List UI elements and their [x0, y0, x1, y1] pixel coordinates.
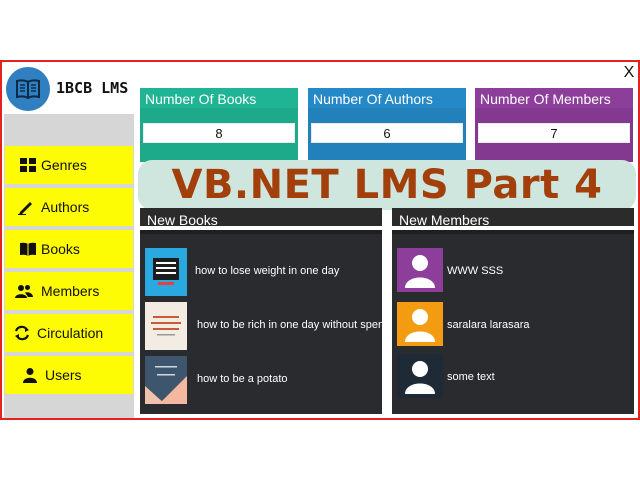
- sidebar-menu: Genres Authors Books: [5, 146, 133, 398]
- book-icon: [20, 242, 36, 256]
- people-icon: [15, 285, 33, 298]
- panel-title: New Books: [147, 212, 218, 228]
- book-list-item[interactable]: how to be rich in one day without spendi…: [140, 302, 382, 352]
- book-list-item[interactable]: how to be a potato: [140, 356, 382, 406]
- stat-title: Number Of Members: [480, 91, 611, 107]
- stat-card-books: Number Of Books 8: [140, 88, 298, 162]
- stat-card-authors: Number Of Authors 6: [308, 88, 466, 162]
- sidebar-item-circulation[interactable]: Circulation: [5, 314, 133, 352]
- member-name: saralara larasara: [447, 319, 530, 331]
- app-logo: [6, 67, 50, 111]
- sidebar-item-genres[interactable]: Genres: [5, 146, 133, 184]
- book-cover-thumbnail: [145, 356, 187, 404]
- user-icon: [23, 368, 37, 383]
- pen-icon: [18, 202, 32, 215]
- sidebar-item-books[interactable]: Books: [5, 230, 133, 268]
- stat-value-books: 8: [143, 123, 295, 143]
- sidebar-item-users[interactable]: Users: [5, 356, 133, 394]
- stat-title: Number Of Authors: [313, 91, 433, 107]
- stat-title: Number Of Books: [145, 91, 257, 107]
- brand-header: 1BCB LMS: [4, 64, 134, 114]
- book-title: how to be rich in one day without spendi…: [197, 319, 382, 331]
- panel-title: New Members: [399, 212, 490, 228]
- member-list-item[interactable]: saralara larasara: [392, 302, 634, 352]
- member-list-item[interactable]: some text: [392, 354, 634, 404]
- book-list-item[interactable]: how to lose weight in one day: [140, 248, 382, 298]
- stat-value-members: 7: [478, 123, 630, 143]
- sidebar: 1BCB LMS Genres Authors: [4, 64, 134, 418]
- stat-card-members: Number Of Members 7: [475, 88, 633, 162]
- grid-icon: [20, 158, 36, 172]
- book-title: how to lose weight in one day: [195, 265, 340, 277]
- member-list-item[interactable]: WWW SSS: [392, 248, 634, 298]
- sidebar-item-label: Authors: [41, 199, 90, 215]
- refresh-icon: [14, 325, 30, 341]
- book-cover-thumbnail: [145, 248, 187, 296]
- sidebar-item-label: Books: [41, 241, 80, 257]
- sidebar-item-label: Genres: [41, 157, 87, 173]
- new-books-list: how to lose weight in one day how to be …: [140, 234, 382, 414]
- new-members-panel: New Members WWW SSS saralara larasara: [392, 208, 634, 414]
- new-books-panel: New Books how to lose weight in one day: [140, 208, 382, 414]
- sidebar-item-label: Members: [41, 283, 100, 299]
- app-window: 1BCB LMS Genres Authors: [0, 60, 640, 420]
- open-book-icon: [16, 79, 40, 99]
- close-button[interactable]: X: [623, 64, 635, 81]
- member-name: some text: [447, 371, 495, 383]
- member-avatar-icon: [397, 248, 443, 292]
- new-members-list: WWW SSS saralara larasara some text: [392, 234, 634, 414]
- sidebar-item-authors[interactable]: Authors: [5, 188, 133, 226]
- member-avatar-icon: [397, 302, 443, 346]
- member-name: WWW SSS: [447, 265, 504, 277]
- book-cover-thumbnail: [145, 302, 187, 350]
- book-title: how to be a potato: [197, 373, 288, 385]
- panel-header: New Books: [140, 208, 382, 230]
- sidebar-item-label: Circulation: [37, 325, 104, 341]
- sidebar-item-label: Users: [45, 367, 82, 383]
- stat-value-authors: 6: [311, 123, 463, 143]
- member-avatar-icon: [397, 354, 443, 398]
- title-banner: VB.NET LMS Part 4: [138, 160, 636, 210]
- banner-text: VB.NET LMS Part 4: [171, 162, 603, 208]
- sidebar-item-members[interactable]: Members: [5, 272, 133, 310]
- app-title: 1BCB LMS: [56, 79, 129, 97]
- panel-header: New Members: [392, 208, 634, 230]
